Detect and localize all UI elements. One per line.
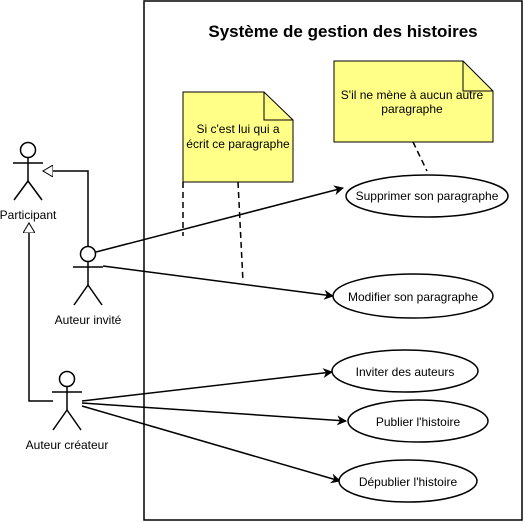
note-own-paragraph-anchor-2 [237,181,244,283]
note-no-lead-line-1: S'il ne mène à aucun autre [341,88,484,102]
use-case-unpublish-story[interactable]: Dépublier l'histoire [338,459,478,503]
use-case-unpublish-story-label: Dépublier l'histoire [359,475,458,489]
generalization-guest-to-participant [43,171,89,246]
actor-creator-author [52,370,82,431]
use-case-publish-story-label: Publier l'histoire [376,415,461,429]
use-case-modify-paragraph[interactable]: Modifier son paragraphe [332,273,494,319]
actor-guest-author-label: Auteur invité [55,313,122,327]
use-case-invite-authors-label: Inviter des auteurs [356,365,455,379]
use-case-publish-story[interactable]: Publier l'histoire [347,399,489,443]
note-own-paragraph-line-1: Si c'est lui qui a [197,122,280,136]
note-no-lead: S'il ne mène à aucun autre paragraphe [333,60,494,143]
note-no-lead-anchor [412,141,428,172]
assoc-guest-modify [102,265,334,300]
generalization-creator-to-participant [29,223,53,402]
assoc-guest-delete [95,185,344,253]
note-own-paragraph-line-2: écrit ce paragraphe [186,137,290,151]
note-own-paragraph: Si c'est lui qui a écrit ce paragraphe [182,91,294,183]
use-case-delete-paragraph-label: Supprimer son paragraphe [356,189,499,203]
assoc-creator-invite [81,368,333,402]
use-case-delete-paragraph[interactable]: Supprimer son paragraphe [345,174,509,218]
use-case-modify-paragraph-label: Modifier son paragraphe [348,290,478,304]
actor-participant-label: Participant [0,208,57,222]
note-no-lead-line-2: paragraphe [381,102,443,116]
system-title: Système de gestion des histoires [208,22,477,41]
use-case-invite-authors[interactable]: Inviter des auteurs [331,349,479,393]
assoc-creator-unpublish [81,405,341,484]
actor-guest-author [73,245,103,306]
actor-creator-author-label: Auteur créateur [26,438,109,452]
assoc-creator-publish [81,402,347,426]
actor-participant [13,141,43,201]
